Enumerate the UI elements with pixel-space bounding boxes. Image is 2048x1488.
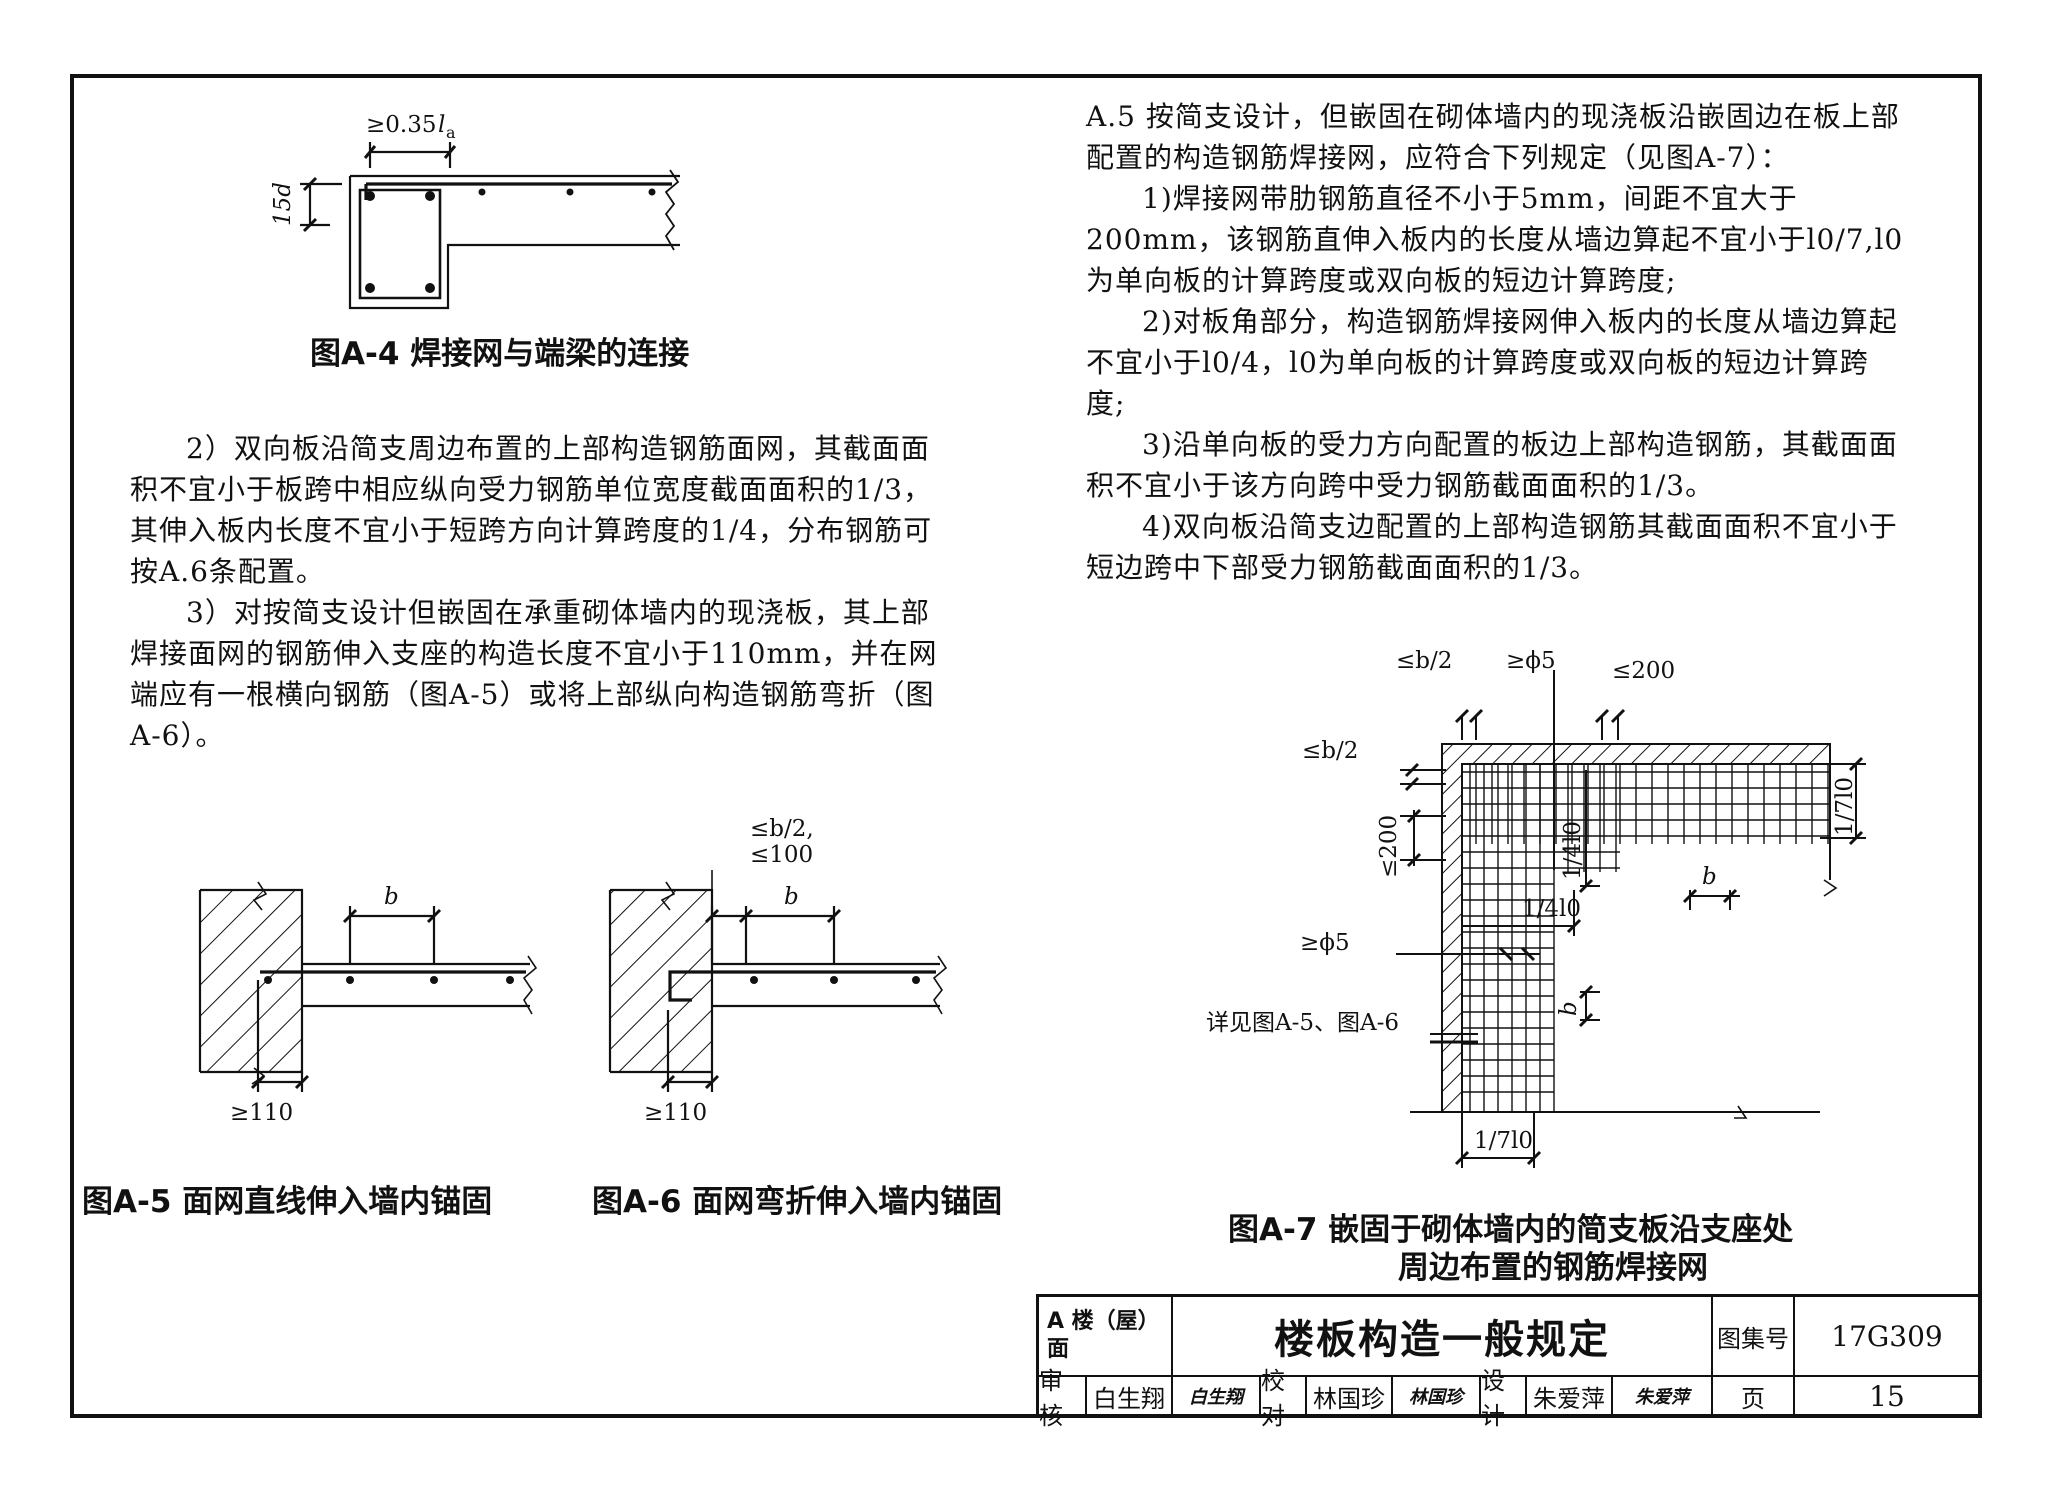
title-block-designer-signature: 朱爱萍 <box>1611 1377 1711 1415</box>
fig-a7-dim-quarter-vertical: 1/4l0 <box>1560 821 1586 880</box>
title-block-designer: 朱爱萍 <box>1525 1377 1611 1415</box>
fig-a5-caption: 图A-5 面网直线伸入墙内锚固 <box>82 1184 493 1220</box>
clause-a5: A.5 按简支设计，但嵌固在砌体墙内的现浇板沿嵌固边在板上部配置的构造钢筋焊接网… <box>1086 100 1900 174</box>
clause-a5-item-1: 1)焊接网带肋钢筋直径不小于5mm，间距不宜大于200mm，该钢筋直伸入板内的长… <box>1086 182 1904 297</box>
fig-a7-ref-note: 详见图A-5、图A-6 <box>1206 1010 1399 1036</box>
title-block-reviewer-signature: 白生翔 <box>1171 1377 1259 1415</box>
fig-a7-caption-line2: 周边布置的钢筋焊接网 <box>1398 1250 1708 1286</box>
left-text-block: 2）双向板沿简支周边布置的上部构造钢筋面网，其截面面积不宜小于板跨中相应纵向受力… <box>130 428 952 756</box>
title-block-checker-signature: 林国珍 <box>1391 1377 1479 1415</box>
fig-a4-dim-top: ≥0.35 <box>366 112 436 138</box>
fig-a7-dim-phi5-top: ≥ϕ5 <box>1506 648 1556 674</box>
fig-a7-dim-200-top: ≤200 <box>1612 658 1675 684</box>
title-block-page-number: 15 <box>1793 1377 1979 1415</box>
left-paragraph-3: 3）对按简支设计但嵌固在承重砌体墙内的现浇板，其上部焊接面网的钢筋伸入支座的构造… <box>130 596 938 752</box>
fig-a7-dim-b-mid: b <box>1702 864 1717 890</box>
clause-a5-item-2: 2)对板角部分，构造钢筋焊接网伸入板内的长度从墙边算起不宜小于l0/4，l0为单… <box>1086 305 1898 420</box>
fig-a7-dim-seventh-bottom: 1/7l0 <box>1474 1128 1533 1154</box>
fig-a7-dim-b2-left: ≤b/2 <box>1302 738 1358 764</box>
fig-a4-dim-side: 15d <box>270 182 296 226</box>
fig-a6-dim-b: b <box>784 884 799 910</box>
fig-a7-dim-quarter-horizontal: 1/4l0 <box>1522 896 1581 922</box>
left-paragraph-2: 2）双向板沿简支周边布置的上部构造钢筋面网，其截面面积不宜小于板跨中相应纵向受力… <box>130 432 933 588</box>
figure-a5-drawing: b ≥110 <box>198 881 538 1126</box>
fig-a6-caption: 图A-6 面网弯折伸入墙内锚固 <box>592 1184 1003 1220</box>
fig-a5-dim-110: ≥110 <box>230 1100 293 1126</box>
title-block-review-label: 审核 <box>1039 1367 1063 1430</box>
title-block-reviewer: 白生翔 <box>1085 1377 1171 1415</box>
title-block: A 楼（屋）面 楼板构造一般规定 图集号 17G309 审核 白生翔 白生翔 校… <box>1036 1294 1982 1430</box>
fig-a7-dim-200-left: ≤200 <box>1376 815 1402 878</box>
fig-a7-dim-b-lower: b <box>1556 1001 1582 1016</box>
fig-a6-dim-100: ≤100 <box>750 842 813 868</box>
figure-a7-drawing: ≤b/2 ≥ϕ5 ≤200 ≤b/2 ≤200 1/4l0 1/4l0 ≥ϕ5 … <box>1206 648 1866 1168</box>
title-block-design-label: 设计 <box>1479 1367 1525 1430</box>
clause-a5-item-4: 4)双向板沿简支边配置的上部构造钢筋其截面面积不宜小于短边跨中下部受力钢筋截面面… <box>1086 510 1898 584</box>
title-block-checker: 林国珍 <box>1305 1377 1391 1415</box>
fig-a4-dim-top-symbol: l <box>438 112 445 138</box>
fig-a4-dim-top-subscript: a <box>446 123 456 142</box>
fig-a7-dim-b2-top: ≤b/2 <box>1396 648 1452 674</box>
fig-a4-caption: 图A-4 焊接网与端梁的连接 <box>310 336 690 372</box>
title-block-title: 楼板构造一般规定 <box>1171 1297 1711 1375</box>
figure-a4-drawing: ≥0.35 l a 15d <box>270 112 680 310</box>
title-block-atlas-number: 17G309 <box>1793 1297 1979 1375</box>
fig-a7-caption-line1: 图A-7 嵌固于砌体墙内的简支板沿支座处 <box>1228 1212 1794 1248</box>
figure-a6-drawing: ≤b/2, ≤100 b ≥110 <box>608 816 948 1126</box>
fig-a5-dim-b: b <box>384 884 399 910</box>
drawing-frame <box>70 74 1982 1418</box>
title-block-check-label: 校对 <box>1259 1367 1305 1430</box>
fig-a6-dim-b2: ≤b/2, <box>750 816 814 842</box>
title-block-page-label: 页 <box>1711 1377 1793 1415</box>
clause-a5-item-3: 3)沿单向板的受力方向配置的板边上部构造钢筋，其截面面积不宜小于该方向跨中受力钢… <box>1086 428 1898 502</box>
title-block-atlas-label: 图集号 <box>1711 1297 1793 1375</box>
fig-a6-dim-110: ≥110 <box>644 1100 707 1126</box>
right-text-block: A.5 按简支设计，但嵌固在砌体墙内的现浇板沿嵌固边在板上部配置的构造钢筋焊接网… <box>1086 96 1906 588</box>
fig-a7-dim-seventh-right: 1/7l0 <box>1832 777 1858 836</box>
title-block-section: A 楼（屋）面 <box>1047 1309 1160 1362</box>
fig-a7-dim-phi5-left: ≥ϕ5 <box>1300 930 1350 956</box>
